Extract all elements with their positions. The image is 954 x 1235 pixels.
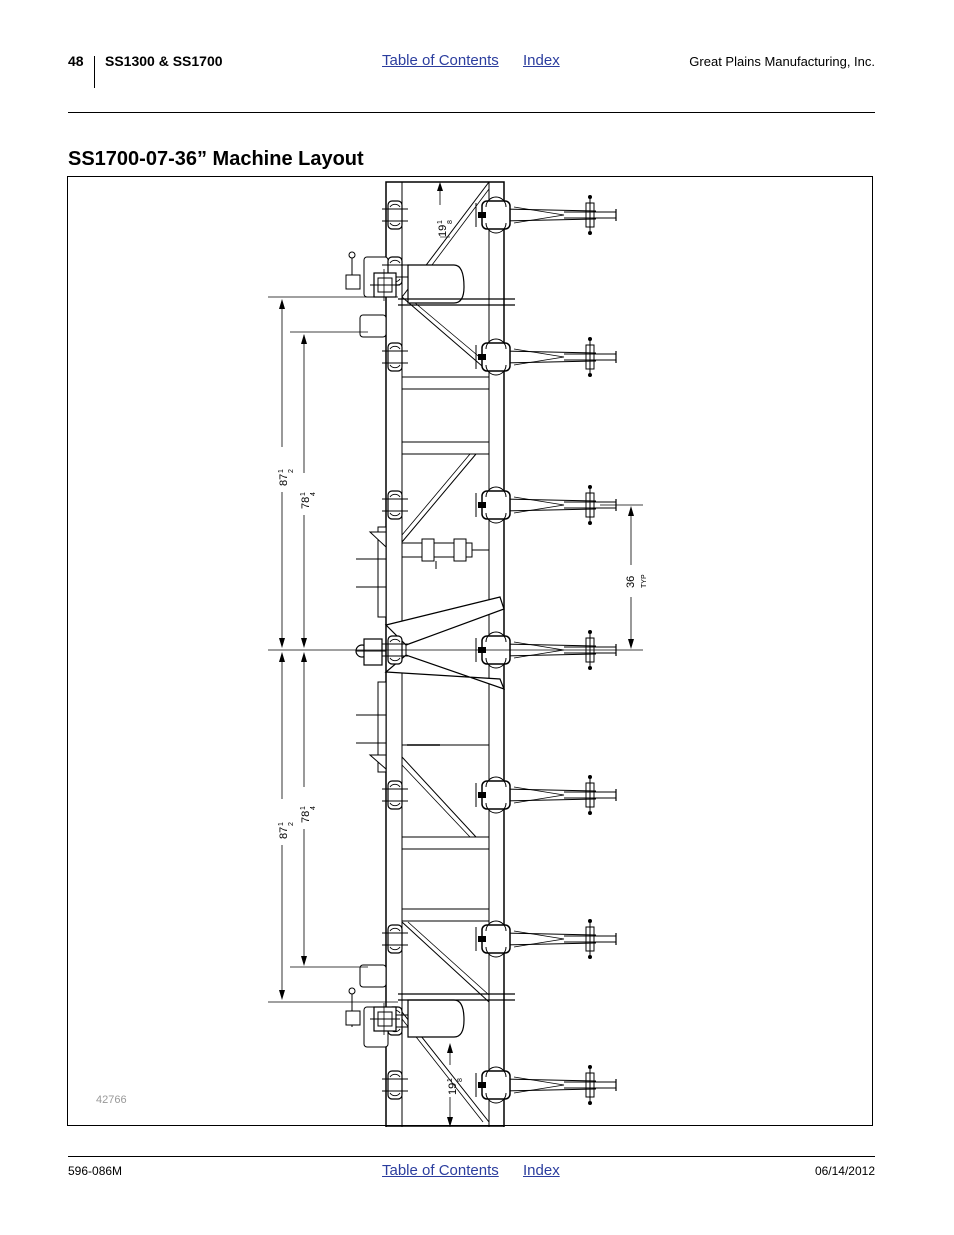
dim-outer-bottom-num: 1 [278, 822, 285, 826]
toc-link-footer[interactable]: Table of Contents [382, 1162, 499, 1179]
dim-top-offset-den: 8 [447, 220, 454, 224]
machine-layout-drawing: 19 1 8 19 1 8 87 1 2 87 1 2 78 1 4 78 1 … [67, 176, 873, 1127]
dim-top-offset-num: 1 [437, 220, 444, 224]
drawing-reference-number: 42766 [96, 1094, 127, 1106]
dim-bottom-offset: 19 [447, 1083, 459, 1095]
dim-inner-bottom-den: 4 [310, 806, 317, 810]
dim-outer-top-den: 2 [288, 469, 295, 473]
dim-inner-top-den: 4 [310, 492, 317, 496]
dim-inner-span-bottom: 78 [300, 811, 312, 823]
dim-row-spacing-note: TYP [641, 574, 648, 588]
dim-outer-top-num: 1 [278, 469, 285, 473]
dim-inner-span-top: 78 [300, 497, 312, 509]
dim-bottom-offset-den: 8 [457, 1078, 464, 1082]
page-number: 48 [68, 53, 84, 69]
section-title: SS1700-07-36” Machine Layout [68, 148, 364, 170]
dim-outer-span-bottom: 87 [278, 827, 290, 839]
document-date: 06/14/2012 [814, 1164, 875, 1178]
layout-diagram: 19 1 8 19 1 8 87 1 2 87 1 2 78 1 4 78 1 … [268, 181, 648, 1127]
header-divider [94, 56, 95, 88]
dim-top-offset: 19 [437, 225, 449, 237]
index-link-footer[interactable]: Index [523, 1162, 560, 1179]
dim-inner-top-num: 1 [300, 492, 307, 496]
company-name: Great Plains Manufacturing, Inc. [689, 54, 875, 69]
index-link-header[interactable]: Index [523, 52, 560, 69]
dim-inner-bottom-num: 1 [300, 806, 307, 810]
dim-outer-span-top: 87 [278, 474, 290, 486]
footer-rule [68, 1156, 875, 1157]
document-number: 596-086M [68, 1164, 123, 1178]
dim-bottom-offset-num: 1 [447, 1078, 454, 1082]
header-rule [68, 112, 875, 113]
dim-row-spacing: 36 [625, 576, 637, 588]
toc-link-header[interactable]: Table of Contents [382, 52, 499, 69]
model-name: SS1300 & SS1700 [105, 53, 223, 69]
dim-outer-bottom-den: 2 [288, 822, 295, 826]
